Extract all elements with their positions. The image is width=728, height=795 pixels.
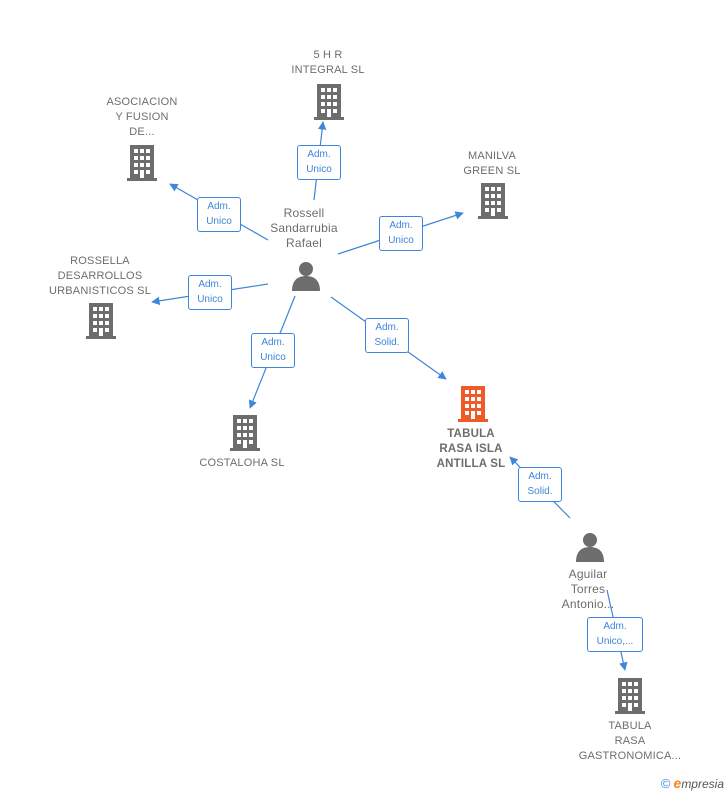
label-line: RASA (614, 735, 646, 747)
edge-label-hr[interactable]: Adm. Unico (297, 145, 341, 180)
label-line: RASA ISLA (439, 443, 503, 455)
label-line: COSTALOHA SL (199, 457, 285, 469)
building-icon[interactable] (478, 183, 508, 219)
person-icon[interactable] (292, 262, 320, 291)
brand-initial: e (673, 775, 682, 791)
label-line: INTEGRAL SL (291, 64, 365, 76)
edge-label-line: Unico (306, 164, 332, 175)
edge-label-line: Adm. (207, 201, 231, 212)
label-line: 5 H R (313, 49, 343, 61)
edge-label-asoc[interactable]: Adm. Unico (197, 197, 241, 232)
label-line: Torres (570, 582, 606, 596)
company-label-tabula-gastronomica[interactable]: TABULA RASA GASTRONOMICA... (570, 719, 690, 764)
label-line: DE... (129, 126, 155, 138)
label-line: ANTILLA SL (436, 458, 506, 470)
label-line: ASOCIACION (106, 96, 178, 108)
empresia-logo: ©empresia (661, 775, 724, 791)
edge-label-line: Unico,... (596, 636, 634, 647)
edge-label-line: Adm. (198, 279, 222, 290)
label-line: Rafael (286, 236, 322, 250)
edge-label-line: Adm. (375, 322, 399, 333)
edge-label-line: Adm. (307, 149, 331, 160)
label-line: GASTRONOMICA... (578, 750, 682, 762)
label-line: Aguilar (568, 567, 608, 581)
label-line: Rossell (283, 206, 325, 220)
edge-label-costaloha[interactable]: Adm. Unico (251, 333, 295, 368)
company-label-rossella[interactable]: ROSSELLA DESARROLLOS URBANISTICOS SL (40, 254, 160, 299)
company-label-asociacion[interactable]: ASOCIACION Y FUSION DE... (86, 95, 198, 140)
edge-label-rossella[interactable]: Adm. Unico (188, 275, 232, 310)
edge-label-line: Adm. (389, 220, 413, 231)
company-label-tabula-rasa-isla[interactable]: TABULA RASA ISLA ANTILLA SL (415, 427, 527, 472)
label-line: GREEN SL (463, 165, 521, 177)
label-line: TABULA (447, 428, 495, 440)
edge-label-tabula-rasa[interactable]: Adm. Solid. (365, 318, 409, 353)
edge-label-line: Unico (388, 235, 414, 246)
company-label-costaloha[interactable]: COSTALOHA SL (186, 456, 298, 471)
label-line: MANILVA (467, 150, 517, 162)
edge-label-line: Solid. (374, 337, 400, 348)
edge-label-line: Unico (197, 294, 223, 305)
label-line: Sandarrubia (270, 221, 338, 235)
label-line: Antonio... (561, 597, 615, 611)
edge-label-line: Adm. (261, 337, 285, 348)
copyright-symbol: © (660, 776, 671, 791)
person-label-rossell[interactable]: Rossell Sandarrubia Rafael (252, 206, 356, 251)
edge-label-gastronomica[interactable]: Adm. Unico,... (587, 617, 643, 652)
edge-label-manilva[interactable]: Adm. Unico (379, 216, 423, 251)
person-icon[interactable] (576, 533, 604, 562)
label-line: Y FUSION (115, 111, 169, 123)
edge-label-line: Unico (206, 216, 232, 227)
company-label-manilva[interactable]: MANILVA GREEN SL (436, 149, 548, 179)
building-icon[interactable] (314, 84, 344, 120)
label-line: URBANISTICOS SL (48, 285, 152, 297)
person-label-aguilar[interactable]: Aguilar Torres Antonio... (540, 567, 636, 612)
building-icon[interactable] (615, 678, 645, 714)
label-line: ROSSELLA (70, 255, 130, 267)
edge-label-line: Unico (260, 352, 286, 363)
label-line: DESARROLLOS (57, 270, 143, 282)
edge-label-line: Adm. (603, 621, 627, 632)
edge-label-line: Adm. (528, 471, 552, 482)
brand-name: mpresia (681, 777, 724, 791)
edge-label-tabula-rasa-aguilar[interactable]: Adm. Solid. (518, 467, 562, 502)
company-label-5hr[interactable]: 5 H R INTEGRAL SL (272, 48, 384, 78)
building-icon[interactable] (86, 303, 116, 339)
building-icon[interactable] (127, 145, 157, 181)
building-icon[interactable] (230, 415, 260, 451)
edge-label-line: Solid. (527, 486, 553, 497)
building-icon[interactable] (458, 386, 488, 422)
label-line: TABULA (608, 720, 652, 732)
